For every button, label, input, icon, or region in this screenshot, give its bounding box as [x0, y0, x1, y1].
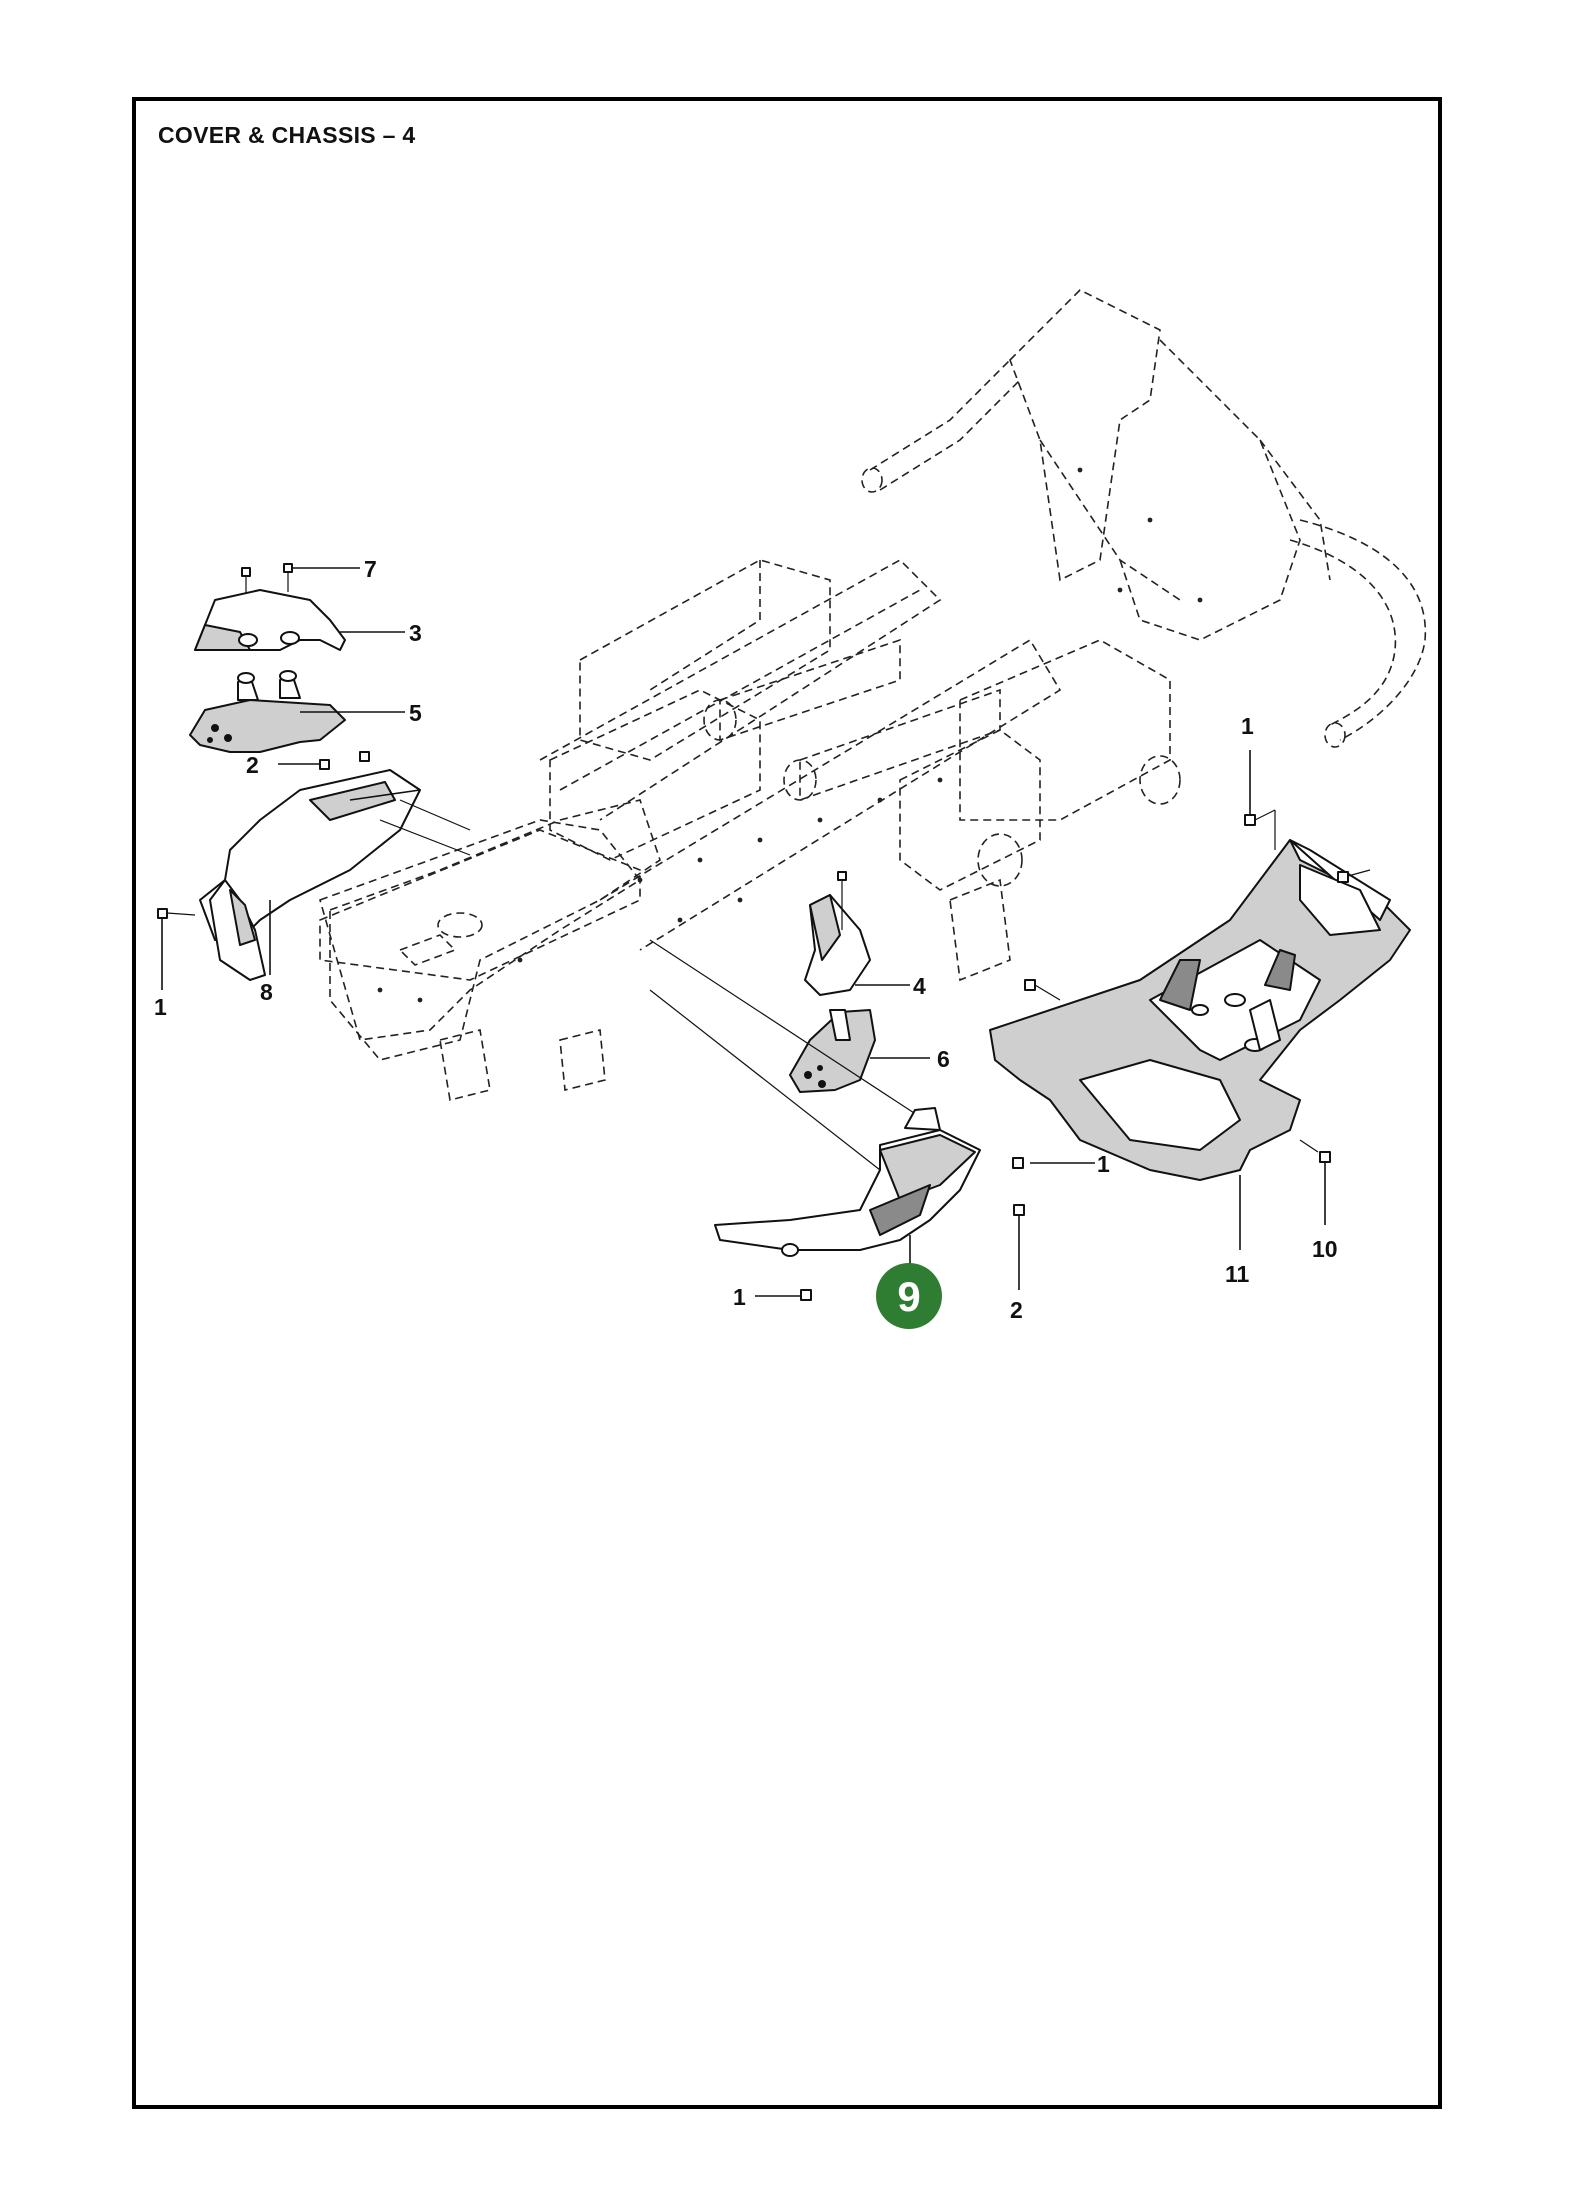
highlight-label: 9	[897, 1273, 920, 1320]
screw-part-1-mid	[1012, 1157, 1095, 1169]
highlighted-part-badge: 9	[876, 1263, 942, 1329]
callout-8: 8	[260, 979, 273, 1005]
callout-7: 7	[364, 556, 377, 582]
screw-part-7	[241, 563, 360, 596]
bracket-part-5	[189, 670, 405, 753]
callout-10: 10	[1312, 1236, 1338, 1262]
screw-part-1-bottom	[755, 1289, 812, 1301]
cover-part-8	[199, 769, 471, 981]
callout-1-right: 1	[1241, 713, 1254, 739]
shield-part-3	[194, 589, 405, 651]
callout-6: 6	[937, 1046, 950, 1072]
screw-part-2-left	[278, 751, 370, 770]
shield-part-4	[804, 871, 910, 996]
callout-3: 3	[409, 620, 422, 646]
screw-part-10	[1024, 979, 1331, 1225]
callout-2-bottom: 2	[1010, 1297, 1023, 1323]
callout-1-left: 1	[154, 994, 167, 1020]
callout-4: 4	[913, 973, 926, 999]
callout-1-bottom: 1	[733, 1284, 746, 1310]
chassis-frame-outline	[319, 289, 1427, 1101]
callout-1-mid: 1	[1097, 1151, 1110, 1177]
callout-5: 5	[409, 700, 422, 726]
callout-2-left: 2	[246, 752, 259, 778]
cover-part-9	[714, 1107, 981, 1272]
bracket-part-6	[789, 1009, 930, 1093]
screw-part-1-left	[157, 908, 196, 990]
floor-pan-part-11	[989, 839, 1411, 1250]
screw-part-2-bottom	[1013, 1204, 1025, 1290]
screw-part-1-right	[1244, 750, 1371, 883]
page-title: COVER & CHASSIS – 4	[158, 122, 416, 148]
highlight-circle	[876, 1263, 942, 1329]
page-border	[132, 97, 1442, 2109]
callout-11: 11	[1225, 1261, 1250, 1287]
